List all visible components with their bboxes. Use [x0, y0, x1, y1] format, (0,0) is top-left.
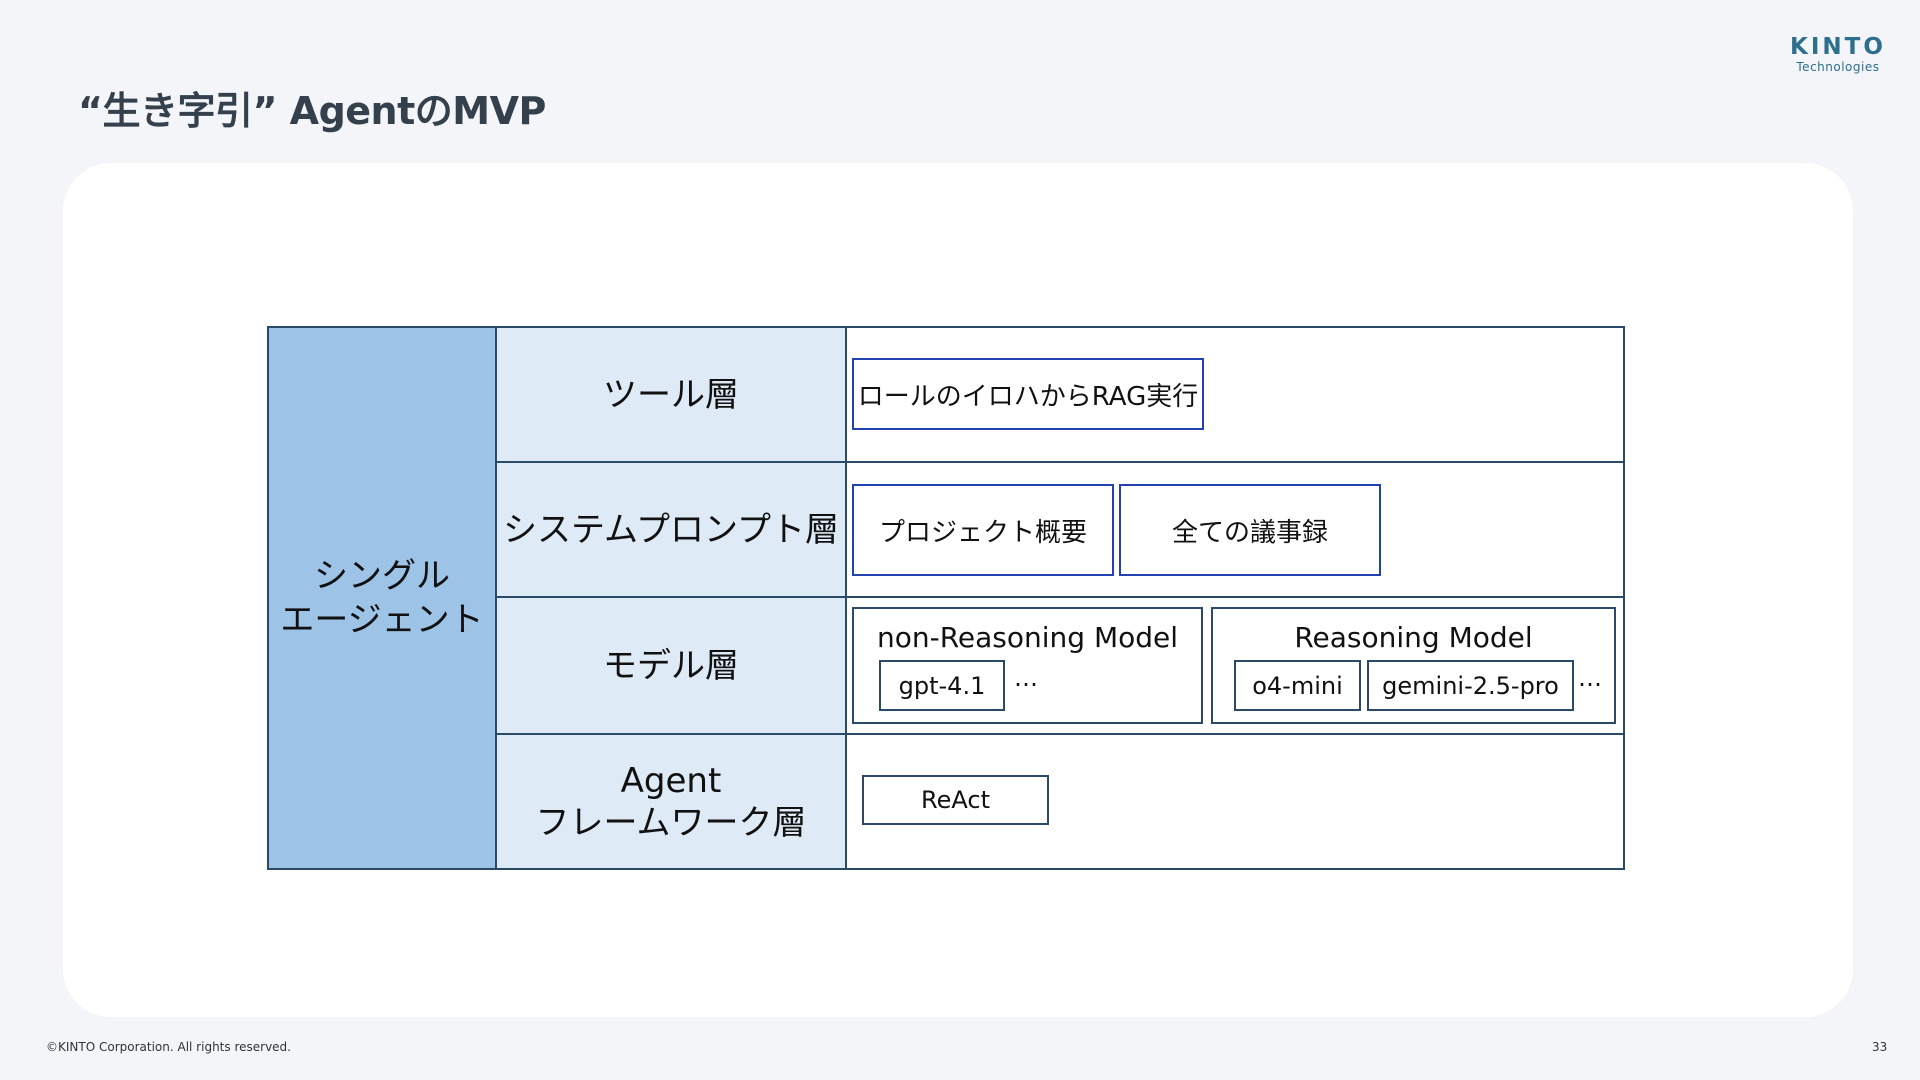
layer-label-agent-framework-text: Agent フレームワーク層 — [535, 760, 807, 843]
kinto-logo: KINTO Technologies — [1790, 34, 1886, 74]
single-agent-label-text: シングル エージェント — [280, 556, 484, 640]
copyright-footer: ©KINTO Corporation. All rights reserved. — [46, 1040, 291, 1054]
react-box: ReAct — [862, 775, 1049, 825]
gemini-2-5-pro-box: gemini-2.5-pro — [1367, 660, 1574, 711]
reasoning-model-title: Reasoning Model — [1294, 621, 1533, 654]
project-overview-box: プロジェクト概要 — [852, 484, 1114, 576]
logo-wordmark: KINTO — [1790, 34, 1886, 60]
non-reasoning-model-title: non-Reasoning Model — [876, 621, 1179, 654]
layer-label-system-prompt: システムプロンプト層 — [495, 461, 847, 598]
project-overview-text: プロジェクト概要 — [878, 517, 1087, 548]
gpt-4-1-text: gpt-4.1 — [898, 671, 986, 700]
o4-mini-text: o4-mini — [1252, 671, 1343, 700]
single-agent-label: シングル エージェント — [267, 326, 497, 870]
gpt-4-1-box: gpt-4.1 — [879, 660, 1005, 711]
gemini-2-5-pro-text: gemini-2.5-pro — [1382, 671, 1559, 700]
layer-label-model-text: モデル層 — [603, 645, 739, 686]
layer-label-system-prompt-text: システムプロンプト層 — [503, 509, 839, 550]
rag-execution-box: ロールのイロハからRAG実行 — [852, 358, 1204, 430]
o4-mini-box: o4-mini — [1234, 660, 1361, 711]
all-minutes-box: 全ての議事録 — [1119, 484, 1381, 576]
react-text: ReAct — [921, 786, 990, 814]
reasoning-more: … — [1578, 664, 1603, 692]
slide-title: “生き字引” AgentのMVP — [78, 89, 546, 133]
logo-subtext: Technologies — [1796, 60, 1880, 74]
layer-label-agent-framework: Agent フレームワーク層 — [495, 733, 847, 870]
rag-execution-text: ロールのイロハからRAG実行 — [857, 381, 1199, 412]
all-minutes-text: 全ての議事録 — [1171, 517, 1328, 548]
layer-label-tool: ツール層 — [495, 326, 847, 463]
non-reasoning-more: … — [1014, 664, 1039, 692]
page-number: 33 — [1872, 1040, 1888, 1054]
layer-label-model: モデル層 — [495, 596, 847, 735]
layer-label-tool-text: ツール層 — [603, 374, 739, 415]
